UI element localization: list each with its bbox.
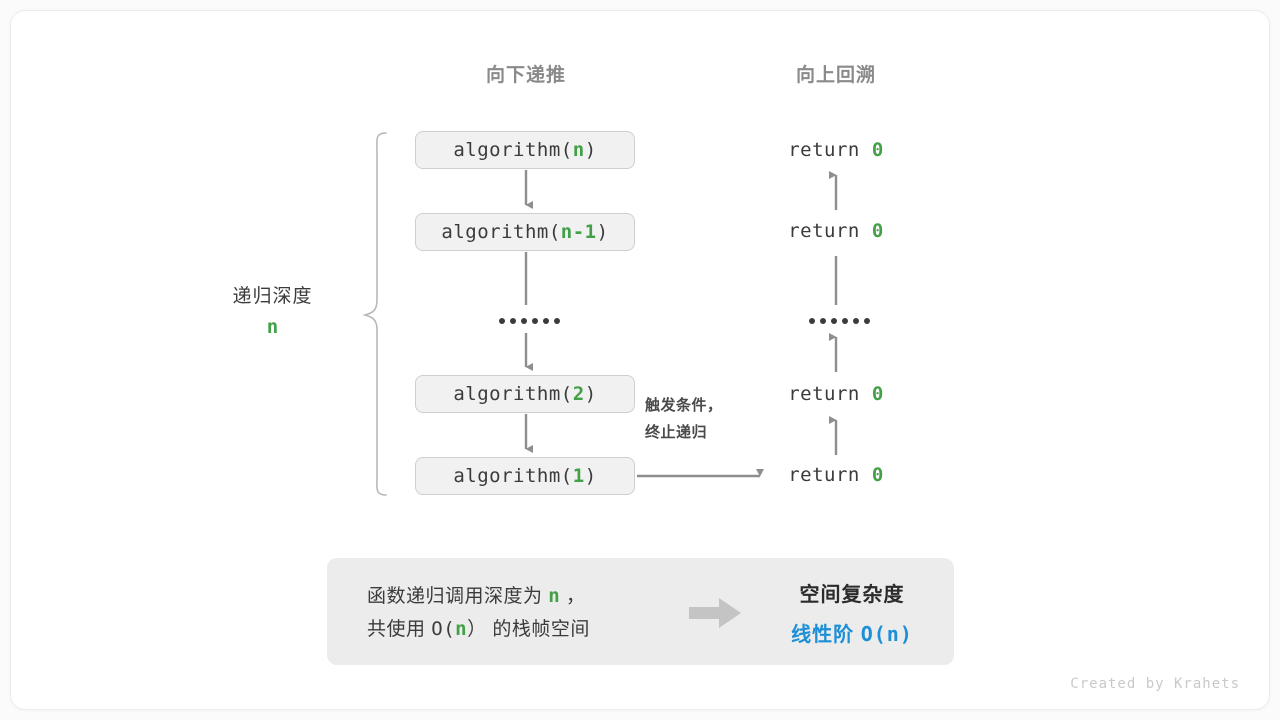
dot (521, 318, 527, 324)
complexity-notation: O(n) (860, 622, 913, 646)
base-case-note-line2: 终止递归 (645, 424, 708, 441)
call-box-prefix: algorithm( (453, 139, 573, 161)
summary-line-1: 函数递归调用深度为 n ， (367, 580, 590, 613)
summary-conclusion: 空间复杂度 线性阶 O(n) (757, 578, 947, 647)
dot (820, 318, 826, 324)
call-box-n[interactable]: algorithm(n) (415, 131, 635, 169)
summary-line-2-b: 的栈帧空间 (486, 619, 590, 640)
return-label-1: return 0 (716, 220, 956, 242)
call-box-prefix: algorithm( (453, 383, 573, 405)
return-value: 0 (871, 464, 884, 486)
call-box-suffix: ) (584, 465, 597, 487)
call-box-suffix: ) (596, 221, 609, 243)
call-box-n-minus-1[interactable]: algorithm(n-1) (415, 213, 635, 251)
call-box-suffix: ) (584, 383, 597, 405)
call-box-arg: n (572, 139, 585, 161)
right-arrow-icon (689, 598, 741, 628)
space-complexity-value: 线性阶 O(n) (757, 618, 947, 647)
dot (543, 318, 549, 324)
ellipsis-dots-right (809, 318, 870, 324)
complexity-order-name: 线性阶 (791, 624, 861, 646)
ellipsis-dots-left (499, 318, 560, 324)
dot (864, 318, 870, 324)
call-box-1[interactable]: algorithm(1) (415, 457, 635, 495)
summary-line-1-a: 函数递归调用深度为 (367, 586, 549, 607)
summary-line-2-a: 共使用 (367, 619, 432, 640)
summary-description: 函数递归调用深度为 n ， 共使用 O(n） 的栈帧空间 (367, 580, 590, 646)
return-label-2: return 0 (716, 383, 956, 405)
depth-label-text: 递归深度 (232, 286, 313, 307)
call-box-suffix: ) (584, 139, 597, 161)
column-header-upward: 向上回溯 (795, 65, 876, 86)
call-box-2[interactable]: algorithm(2) (415, 375, 635, 413)
summary-line-2: 共使用 O(n） 的栈帧空间 (367, 613, 590, 646)
dot (499, 318, 505, 324)
dot (809, 318, 815, 324)
summary-line-1-b: ， (560, 586, 586, 607)
summary-line-2-c: ） (467, 619, 487, 640)
return-value: 0 (871, 220, 884, 242)
base-case-note: 触发条件， 终止递归 (645, 392, 723, 446)
call-box-arg: 1 (572, 465, 585, 487)
dot (532, 318, 538, 324)
recursion-depth-label: 递归深度 n (200, 281, 345, 338)
call-box-prefix: algorithm( (453, 465, 573, 487)
return-keyword: return (788, 139, 872, 161)
return-value: 0 (871, 383, 884, 405)
return-value: 0 (871, 139, 884, 161)
summary-panel: 函数递归调用深度为 n ， 共使用 O(n） 的栈帧空间 空间复杂度 线性阶 O… (327, 558, 954, 665)
summary-line-2-n: n (455, 618, 468, 640)
return-keyword: return (788, 383, 872, 405)
return-keyword: return (788, 220, 872, 242)
return-keyword: return (788, 464, 872, 486)
dot (842, 318, 848, 324)
summary-line-1-n: n (548, 585, 561, 607)
call-box-prefix: algorithm( (441, 221, 561, 243)
base-case-note-line1: 触发条件， (645, 397, 723, 414)
depth-label-value: n (266, 316, 279, 338)
dot (510, 318, 516, 324)
summary-line-2-o: O( (431, 618, 456, 640)
credit-text: Created by Krahets (1070, 676, 1240, 692)
dot (853, 318, 859, 324)
space-complexity-title: 空间复杂度 (799, 584, 905, 606)
dot (554, 318, 560, 324)
column-header-downward: 向下递推 (485, 65, 566, 86)
call-box-arg: 2 (572, 383, 585, 405)
return-label-0: return 0 (716, 139, 956, 161)
call-box-arg: n-1 (560, 221, 597, 243)
dot (831, 318, 837, 324)
return-label-3: return 0 (716, 464, 956, 486)
